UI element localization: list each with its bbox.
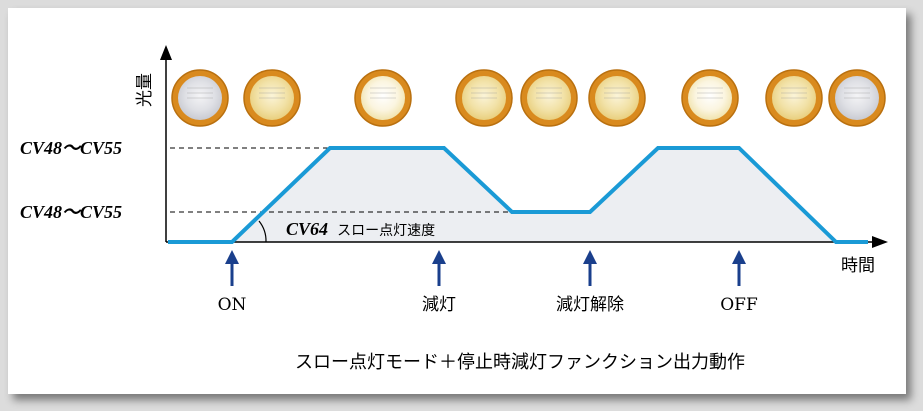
lamp-dim-8 <box>765 69 823 127</box>
figure-caption: スロー点灯モード＋停止時減灯ファンクション出力動作 <box>295 352 745 373</box>
rate-annotation-text: スロー点灯速度 <box>337 223 435 239</box>
event-label-dim: 減灯 <box>422 295 456 315</box>
lamp-off-1 <box>171 69 229 127</box>
event-arrow-off <box>732 250 746 286</box>
event-label-dim-release: 減灯解除 <box>556 295 624 315</box>
light-level-line <box>168 146 868 244</box>
event-arrow-dim <box>432 250 446 286</box>
event-label-off: OFF <box>720 295 758 315</box>
y-axis-arrow <box>160 45 172 60</box>
y-level-high-label: CV48～CV55 <box>20 138 122 158</box>
rate-annotation: CV64 スロー点灯速度 <box>286 219 435 239</box>
rate-annotation-cv: CV64 <box>286 219 328 239</box>
event-arrows <box>225 250 746 286</box>
event-arrow-dim-release <box>583 250 597 286</box>
rate-angle-arc <box>258 220 267 243</box>
lamp-dim-2 <box>243 69 301 127</box>
y-level-low-label: CV48～CV55 <box>20 202 122 222</box>
lamp-row <box>171 69 886 127</box>
lamp-off-9 <box>828 69 886 127</box>
lamp-bright-7 <box>681 69 739 127</box>
event-arrow-on <box>225 250 239 286</box>
x-axis-arrow <box>872 236 888 248</box>
y-axis-label: 光量 <box>135 73 155 107</box>
lamp-dim-5 <box>520 69 578 127</box>
lamp-dim-6 <box>588 69 646 127</box>
lamp-bright-3 <box>354 69 412 127</box>
lamp-dim-4 <box>455 69 513 127</box>
light-area-fill <box>168 148 868 242</box>
x-axis-label: 時間 <box>841 256 875 276</box>
event-label-on: ON <box>218 295 247 315</box>
